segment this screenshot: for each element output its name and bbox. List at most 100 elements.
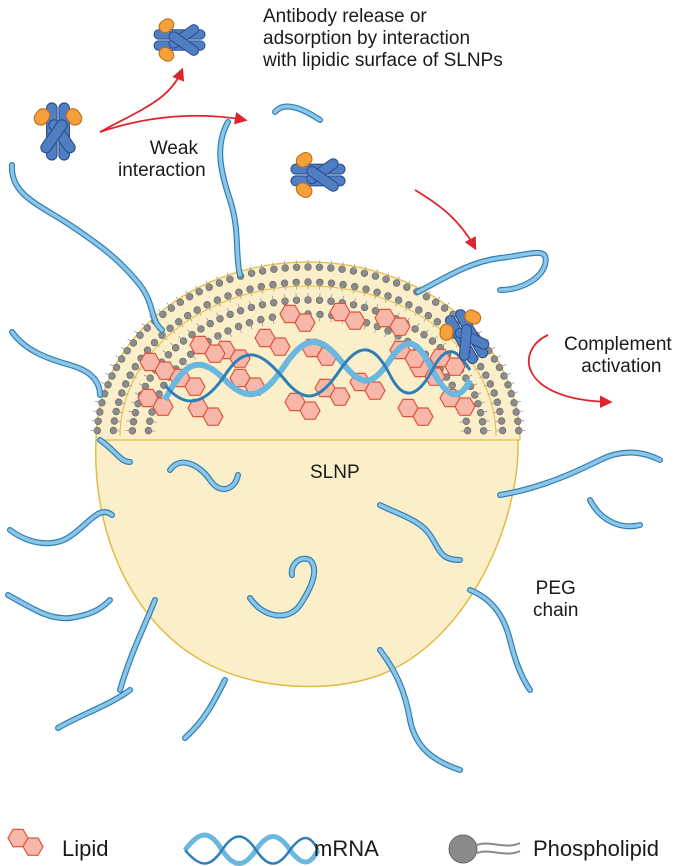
phospholipid-tail	[149, 420, 157, 423]
phospholipid-tail	[499, 364, 507, 368]
mrna-strand	[162, 338, 473, 403]
arrow-weak-interaction	[99, 112, 248, 133]
phospholipid-tail	[120, 346, 128, 352]
peg-chain	[118, 598, 157, 692]
slnp-text: SLNP	[310, 462, 360, 483]
phospholipid-tail	[249, 266, 252, 274]
arrow-to-complement	[414, 189, 477, 251]
peg-line-1: PEG	[535, 578, 576, 599]
phospholipid-tail	[190, 354, 197, 360]
phospholipid-tail	[423, 329, 429, 335]
phospholipid-tail	[95, 400, 102, 404]
phospholipid-head	[176, 298, 185, 306]
arrow-to-release	[99, 67, 185, 133]
phospholipid-tail	[353, 264, 356, 272]
phospholipid-tail	[319, 314, 321, 322]
phospholipid-tail	[395, 299, 399, 307]
slnp-label: SLNP	[310, 462, 360, 484]
phospholipid-tail	[217, 335, 223, 342]
phospholipid-tail	[157, 309, 164, 315]
peg-chains	[5, 103, 663, 773]
phospholipid-tail	[227, 295, 232, 303]
phospholipid-tail	[364, 300, 368, 308]
weak-interaction-label: Weak interaction	[118, 138, 206, 182]
arrow-complement-activation	[527, 334, 613, 409]
complement-activation-line-2: activation	[581, 356, 662, 377]
peg-chain	[416, 251, 548, 294]
phospholipid-tail	[330, 315, 333, 323]
phospholipid-tail	[474, 392, 482, 396]
phospholipid-tail	[480, 410, 488, 414]
phospholipid-tail	[477, 401, 485, 405]
phospholipid-tail	[284, 261, 286, 269]
peg-chain	[56, 688, 132, 730]
phospholipid-tail	[393, 335, 399, 342]
phospholipid-tail	[260, 319, 264, 327]
phospholipid-tail	[92, 410, 100, 413]
phospholipid-tail	[384, 330, 389, 338]
phospholipid-tail	[283, 294, 286, 302]
phospholipid-tail	[507, 382, 515, 386]
phospholipid-tail	[216, 312, 221, 319]
peg-chain-outline	[415, 249, 549, 295]
antibody-icon	[290, 151, 346, 199]
phospholipid-tail	[127, 338, 134, 344]
phospholipid-tail	[138, 383, 146, 387]
phospholipid-tail	[134, 330, 141, 336]
phospholipid-tail	[426, 290, 431, 298]
antibodies	[33, 18, 490, 365]
antibody-release-line-3: with lipidic surface of SLNPs	[263, 50, 503, 71]
phospholipid-tail	[517, 420, 525, 422]
phospholipid-tail	[374, 292, 378, 299]
phospholipid-tail	[217, 299, 221, 307]
legend-mrna-icon	[183, 832, 321, 866]
phospholipid-tail	[375, 269, 378, 277]
phospholipid-tail	[91, 420, 99, 422]
phospholipid-tail	[130, 374, 137, 379]
phospholipid-head	[205, 283, 213, 291]
phospholipid-tail	[460, 430, 468, 432]
phospholipid-tail	[216, 276, 220, 284]
phospholipid-tail	[353, 297, 356, 305]
phospholipid-tail	[364, 266, 367, 274]
phospholipid-tail	[196, 309, 202, 316]
phospholipid-tail	[205, 280, 210, 288]
phospholipid-tail	[406, 280, 411, 288]
legend-lipid-label: Lipid	[62, 836, 109, 861]
antibody-icon	[153, 18, 206, 62]
phospholipid-tail	[260, 297, 263, 305]
phospholipid-tail	[516, 410, 524, 413]
phospholipid-tail	[503, 373, 511, 377]
phospholipid-tail	[161, 334, 168, 341]
phospholipid-tail	[435, 296, 441, 303]
phospholipid-tail	[363, 289, 367, 296]
phospholipid-tail	[479, 374, 486, 379]
phospholipid-tail	[248, 300, 252, 308]
antibody-release-line-2: adsorption by interaction	[263, 28, 471, 49]
phospholipid-tail	[128, 410, 136, 414]
phospholipid-tail	[178, 321, 184, 328]
peg-chain	[8, 510, 114, 546]
legend-lipid-icon	[7, 828, 44, 856]
weak-interaction-line-1: Weak	[149, 138, 198, 159]
phospholipid-tail	[488, 346, 496, 352]
peg-line-2: chain	[533, 600, 579, 621]
phospholipid-tail	[131, 401, 139, 405]
phospholipid-tail	[444, 302, 450, 309]
phospholipid-tail	[330, 294, 333, 302]
phospholipid-tail	[272, 262, 275, 270]
phospholipid-tail	[101, 382, 109, 386]
phospholipid-tail	[459, 420, 467, 423]
phospholipid-tail	[238, 326, 242, 333]
phospholipid-tail	[514, 400, 521, 404]
phospholipid-tail	[195, 285, 200, 293]
phospholipid-tail	[226, 308, 231, 315]
phospholipid-tail	[227, 330, 232, 338]
phospholipid-tail	[470, 383, 478, 387]
peg-chain	[10, 330, 102, 397]
phospholipid-tail	[170, 342, 176, 349]
phospholipid-head	[226, 310, 234, 319]
peg-chain	[183, 678, 227, 740]
phospholipid-tail	[178, 335, 184, 342]
